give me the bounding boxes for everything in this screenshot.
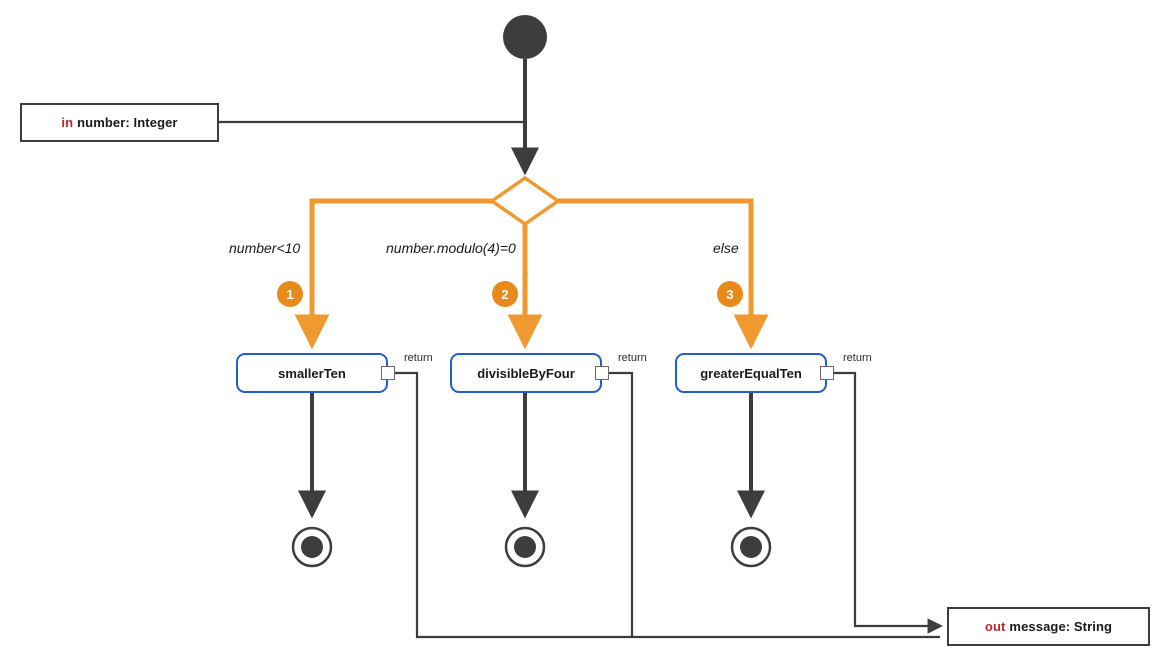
input-direction-keyword: in <box>61 115 74 130</box>
decision-node <box>488 175 562 227</box>
guard-label-1: number<10 <box>229 240 301 256</box>
activity-final-2 <box>504 526 546 568</box>
edge-branch-1 <box>294 198 492 350</box>
edge-return-3 <box>834 371 943 634</box>
guard-label-3: else <box>713 240 739 256</box>
output-pin-3[interactable] <box>820 366 834 380</box>
output-direction-keyword: out <box>984 619 1006 634</box>
action-node-label: divisibleByFour <box>477 365 575 381</box>
edge-branch-3 <box>558 198 769 350</box>
branch-badge-3[interactable]: 3 <box>717 281 743 307</box>
output-parameter-label: message: String <box>1009 619 1113 634</box>
branch-badge-2[interactable]: 2 <box>492 281 518 307</box>
output-pin-2[interactable] <box>595 366 609 380</box>
output-pin-1[interactable] <box>381 366 395 380</box>
guard-label-2: number.modulo(4)=0 <box>386 240 516 256</box>
branch-badge-1[interactable]: 1 <box>277 281 303 307</box>
output-pin-label-1: return <box>404 352 433 364</box>
activity-final-1 <box>291 526 333 568</box>
edge-return-2 <box>609 371 634 637</box>
input-parameter-node[interactable]: in number: Integer <box>20 103 219 142</box>
action-node-label: smallerTen <box>278 365 346 381</box>
action-node-label: greaterEqualTen <box>700 365 802 381</box>
input-parameter-label: number: Integer <box>77 115 178 130</box>
action-node-divisibleByFour[interactable]: divisibleByFour <box>450 353 602 393</box>
output-pin-label-3: return <box>843 352 872 364</box>
output-pin-label-2: return <box>618 352 647 364</box>
initial-node <box>503 15 547 59</box>
activity-final-3 <box>730 526 772 568</box>
output-parameter-node[interactable]: out message: String <box>947 607 1150 646</box>
action-node-smallerTen[interactable]: smallerTen <box>236 353 388 393</box>
edge-return-1 <box>395 371 940 639</box>
action-node-greaterEqualTen[interactable]: greaterEqualTen <box>675 353 827 393</box>
